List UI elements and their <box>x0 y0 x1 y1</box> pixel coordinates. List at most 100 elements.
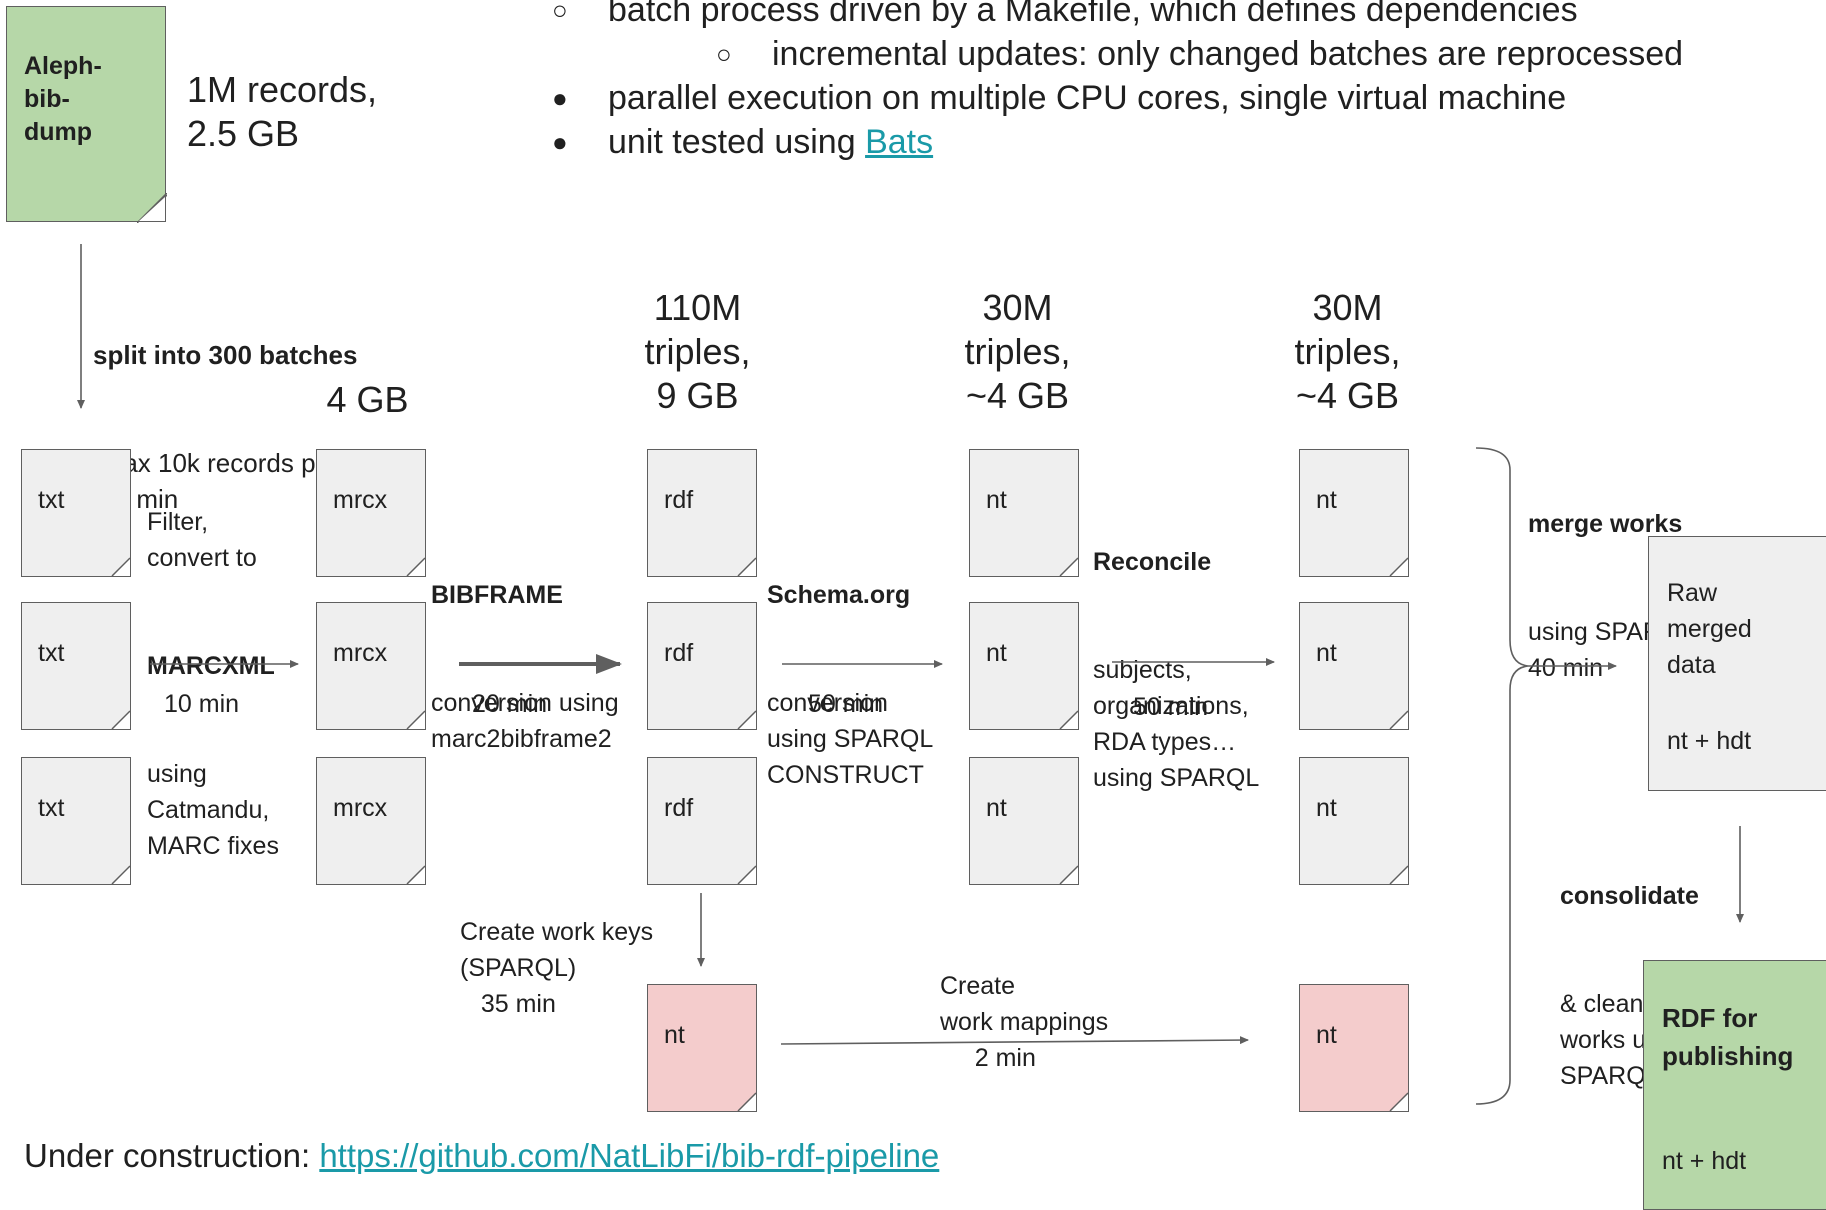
work-mappings-doc: nt <box>1299 984 1409 1112</box>
file-type-label: nt <box>1316 794 1337 822</box>
reconcile-time: 50 min <box>1133 693 1209 721</box>
nt-batch-doc: nt <box>969 757 1079 885</box>
mappings-arrow <box>780 1036 1249 1045</box>
file-type-label: rdf <box>664 486 694 514</box>
consolidate-step-title: consolidate <box>1560 882 1699 910</box>
marcxml-step-title: MARCXML <box>147 652 275 680</box>
bibframe-step: BIBFRAME conversion using marc2bibframe2 <box>431 505 619 793</box>
marcxml-time: 10 min <box>164 690 240 718</box>
file-type-label: rdf <box>664 639 694 667</box>
schema-time: 50 min <box>808 690 884 718</box>
page-corner-icon <box>111 557 131 577</box>
mrcx-batch-doc: mrcx <box>316 449 426 577</box>
marcxml-step-post: using Catmandu, MARC fixes <box>147 760 279 860</box>
merge-step-title: merge works <box>1528 510 1683 538</box>
schema-step: Schema.org conversion using SPARQL CONST… <box>767 505 933 829</box>
nt-batch-doc: nt <box>969 449 1079 577</box>
rdf-batch-doc: rdf <box>647 757 757 885</box>
page-corner-icon <box>137 193 167 223</box>
txt-batch-doc: txt <box>21 449 131 577</box>
footer: Under construction: https://github.com/N… <box>24 1134 939 1177</box>
bullet-text: batch process driven by a Makefile, whic… <box>608 0 1578 29</box>
file-type-label: mrcx <box>333 639 388 667</box>
page-corner-icon <box>737 710 757 730</box>
page-corner-icon <box>111 710 131 730</box>
page-corner-icon <box>1389 710 1409 730</box>
bullet-item: ●parallel execution on multiple CPU core… <box>552 79 1567 117</box>
file-type-label: txt <box>38 639 65 667</box>
reconcile-step-title: Reconcile <box>1093 548 1212 576</box>
page-corner-icon <box>737 1092 757 1112</box>
page-corner-icon <box>737 557 757 577</box>
file-type-label: nt <box>1316 486 1337 514</box>
publish-format: nt + hdt <box>1662 1147 1747 1175</box>
reconcile-step: Reconcile subjects, organizations, RDA t… <box>1093 472 1259 832</box>
page-corner-icon <box>1389 557 1409 577</box>
nt-batch-doc: nt <box>1299 449 1409 577</box>
page-corner-icon <box>111 865 131 885</box>
repo-link[interactable]: https://github.com/NatLibFi/bib-rdf-pipe… <box>319 1137 940 1174</box>
footer-prefix: Under construction: <box>24 1137 320 1174</box>
file-type-label: mrcx <box>333 794 388 822</box>
page-corner-icon <box>737 865 757 885</box>
marcxml-step-pre: Filter, convert to <box>147 508 257 572</box>
raw-merged-doc: Raw merged data nt + hdt <box>1648 536 1826 791</box>
page-corner-icon <box>1389 1092 1409 1112</box>
bullet-item: ●unit tested using Bats <box>552 123 934 161</box>
page-corner-icon <box>406 557 426 577</box>
page-corner-icon <box>1059 557 1079 577</box>
marcxml-step: Filter, convert to MARCXML using Catmand… <box>147 432 279 900</box>
file-type-label: txt <box>38 486 65 514</box>
mrcx-batch-doc: mrcx <box>316 757 426 885</box>
bullet-text: unit tested using <box>608 123 866 161</box>
nt-batch-doc: nt <box>1299 602 1409 730</box>
rdf-size: 110M triples, 9 GB <box>644 287 751 416</box>
mrcx-size: 4 GB <box>326 379 409 420</box>
bullet-text: parallel execution on multiple CPU cores… <box>608 79 1567 117</box>
txt-batch-doc: txt <box>21 757 131 885</box>
feature-list: ○batch process driven by a Makefile, whi… <box>552 0 1683 164</box>
source-title: Aleph- bib- dump <box>24 52 102 146</box>
schema-step-title: Schema.org <box>767 581 911 609</box>
source-dump-doc: Aleph- bib- dump <box>6 6 167 223</box>
bibframe-step-title: BIBFRAME <box>431 581 563 609</box>
split-step-title: split into 300 batches <box>93 340 358 370</box>
page-corner-icon <box>1059 710 1079 730</box>
schema-step-post: conversion using SPARQL CONSTRUCT <box>767 689 934 789</box>
file-type-label: rdf <box>664 794 694 822</box>
nt-batch-doc: nt <box>1299 757 1409 885</box>
bibframe-step-post: conversion using marc2bibframe2 <box>431 689 619 753</box>
nt-batch-doc: nt <box>969 602 1079 730</box>
mrcx-batch-doc: mrcx <box>316 602 426 730</box>
txt-batch-doc: txt <box>21 602 131 730</box>
publish-title: RDF for publishing <box>1662 1003 1794 1071</box>
bats-link[interactable]: Bats <box>865 123 934 161</box>
file-type-label: nt <box>986 794 1007 822</box>
merge-brace <box>1475 447 1529 1105</box>
file-type-label: nt <box>1316 639 1337 667</box>
nt1-size: 30M triples, ~4 GB <box>964 287 1071 416</box>
page-corner-icon <box>1059 865 1079 885</box>
source-size-note: 1M records, 2.5 GB <box>187 69 378 154</box>
bibframe-time: 20 min <box>472 690 548 718</box>
page-corner-icon <box>406 710 426 730</box>
reconcile-step-post: subjects, organizations, RDA types… usin… <box>1093 656 1260 792</box>
workkeys-step: Create work keys (SPARQL) 35 min <box>460 918 654 1018</box>
file-type-label: nt <box>1316 1021 1337 1049</box>
rdf-batch-doc: rdf <box>647 449 757 577</box>
mappings-step: Create work mappings 2 min <box>940 972 1109 1072</box>
file-type-label: nt <box>986 486 1007 514</box>
file-type-label: nt <box>664 1021 685 1049</box>
file-type-label: mrcx <box>333 486 388 514</box>
rdf-batch-doc: rdf <box>647 602 757 730</box>
sub-bullet-item: ○incremental updates: only changed batch… <box>716 35 1684 73</box>
publish-doc: RDF for publishing nt + hdt <box>1643 960 1826 1210</box>
nt2-size: 30M triples, ~4 GB <box>1294 287 1401 416</box>
page-corner-icon <box>1389 865 1409 885</box>
bullet-text: incremental updates: only changed batche… <box>772 35 1684 73</box>
bullet-item: ○batch process driven by a Makefile, whi… <box>552 0 1578 32</box>
file-type-label: nt <box>986 639 1007 667</box>
raw-merged-title: Raw merged data <box>1667 579 1752 679</box>
raw-merged-format: nt + hdt <box>1667 727 1752 755</box>
